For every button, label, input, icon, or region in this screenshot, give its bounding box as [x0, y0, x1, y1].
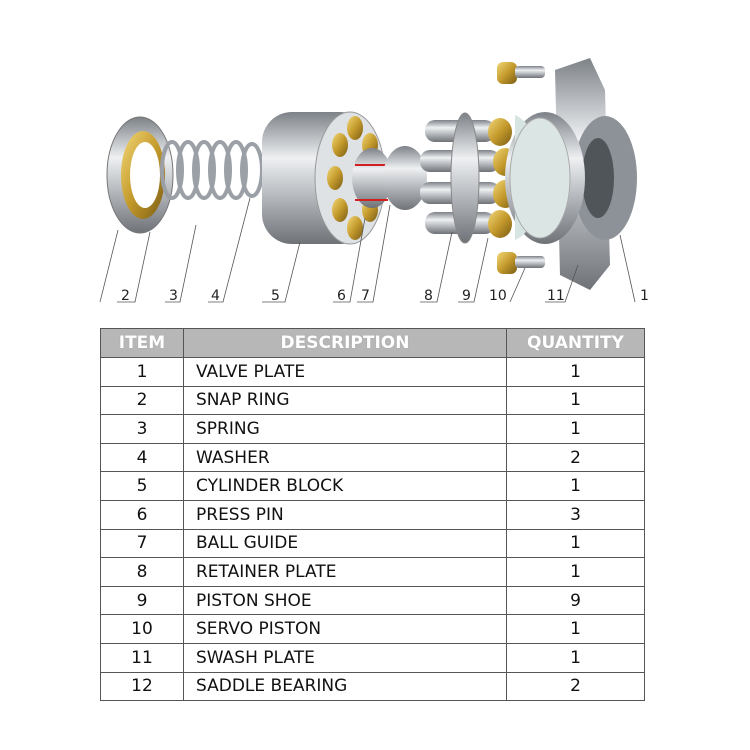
callout-label: 1	[640, 288, 649, 304]
table-header-row: ITEM DESCRIPTION QUANTITY	[100, 328, 645, 358]
callout-label: 5	[271, 288, 280, 304]
cell-description: SERVO PISTON	[183, 614, 507, 644]
cell-quantity: 9	[506, 585, 645, 616]
cell-description: SWASH PLATE	[183, 642, 507, 673]
callout-label: 4	[211, 288, 220, 304]
leader-lines	[99, 197, 636, 303]
cell-quantity: 2	[506, 671, 645, 702]
header-description: DESCRIPTION	[183, 328, 507, 358]
callout-label: 6	[337, 288, 346, 304]
cell-description: CYLINDER BLOCK	[183, 471, 507, 501]
cell-quantity: 1	[506, 557, 645, 587]
header-item: ITEM	[100, 328, 184, 358]
callout-label: 11	[547, 288, 565, 304]
cell-item: 8	[100, 557, 184, 587]
cell-description: SNAP RING	[183, 385, 507, 416]
callout-label: 8	[424, 288, 433, 304]
callout-label: 2	[121, 288, 130, 304]
callout-label: 7	[361, 288, 370, 304]
callout-label: 10	[489, 288, 507, 304]
pistons-and-retainer	[420, 112, 517, 244]
spring	[160, 140, 264, 200]
cell-item: 3	[100, 414, 184, 444]
cell-item: 7	[100, 528, 184, 559]
cell-description: PISTON SHOE	[183, 585, 507, 616]
cell-item: 1	[100, 357, 184, 387]
cell-quantity: 1	[506, 414, 645, 444]
cell-quantity: 1	[506, 357, 645, 387]
valve-plate	[106, 116, 174, 234]
callout-label: 9	[462, 288, 471, 304]
ball-guide	[383, 146, 427, 210]
servo-pistons	[497, 62, 545, 274]
callout-label: 3	[169, 288, 178, 304]
cell-quantity: 2	[506, 442, 645, 473]
cell-item: 6	[100, 499, 184, 530]
cell-description: RETAINER PLATE	[183, 557, 507, 587]
cell-description: SADDLE BEARING	[183, 671, 507, 702]
cell-item: 10	[100, 614, 184, 644]
cell-description: VALVE PLATE	[183, 357, 507, 387]
cell-description: SPRING	[183, 414, 507, 444]
cylinder-block	[262, 111, 392, 245]
cell-description: BALL GUIDE	[183, 528, 507, 559]
cell-item: 9	[100, 585, 184, 616]
cell-quantity: 1	[506, 528, 645, 559]
cell-quantity: 1	[506, 471, 645, 501]
exploded-parts-diagram	[99, 58, 637, 303]
cell-quantity: 1	[506, 642, 645, 673]
cell-description: PRESS PIN	[183, 499, 507, 530]
cell-item: 4	[100, 442, 184, 473]
cell-description: WASHER	[183, 442, 507, 473]
swash-plate	[505, 58, 637, 290]
cell-item: 11	[100, 642, 184, 673]
cell-item: 12	[100, 671, 184, 702]
cell-item: 2	[100, 385, 184, 416]
cell-quantity: 1	[506, 385, 645, 416]
cell-quantity: 1	[506, 614, 645, 644]
cell-item: 5	[100, 471, 184, 501]
cell-quantity: 3	[506, 499, 645, 530]
header-quantity: QUANTITY	[506, 328, 645, 358]
